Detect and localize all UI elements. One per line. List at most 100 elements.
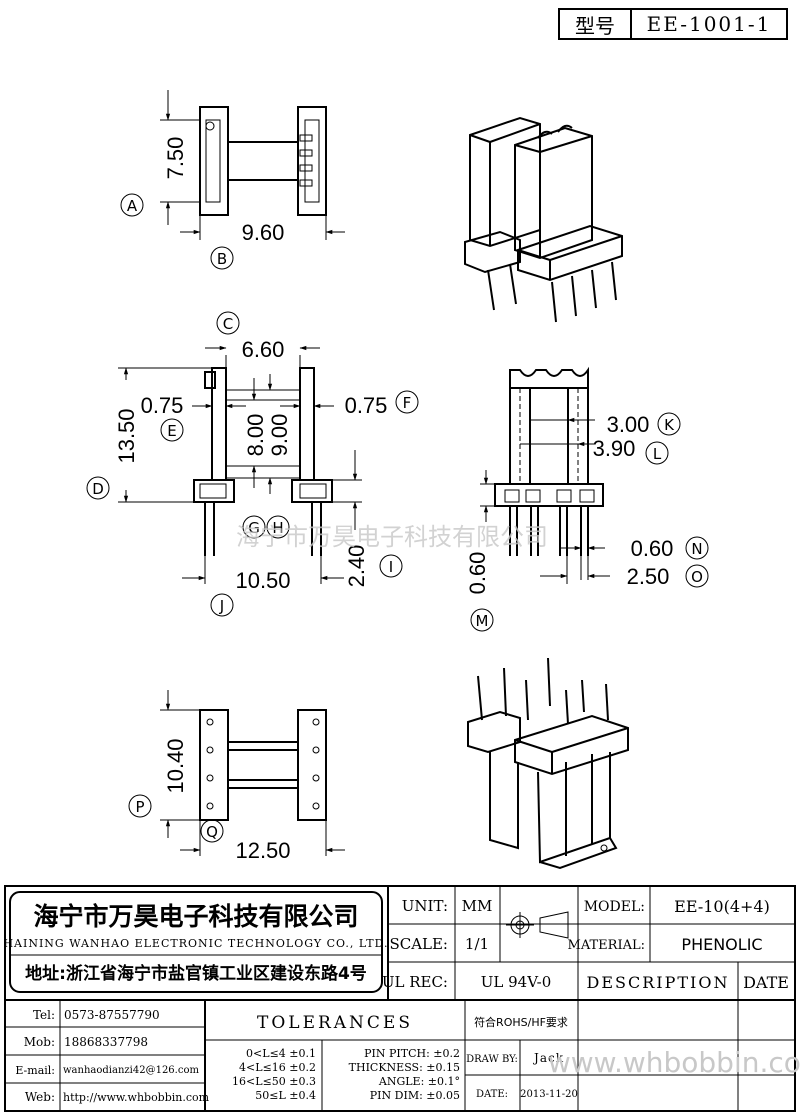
svg-text:M: M <box>476 612 489 630</box>
marker-b: B <box>210 246 234 270</box>
marker-n: N <box>685 536 709 560</box>
isometric-view-top <box>464 116 623 323</box>
marker-d: D <box>86 476 110 500</box>
tolerance-pin-pitch: PIN PITCH: ±0.2 <box>364 1047 460 1060</box>
tolerance-range-3: 16<L≤50 ±0.3 <box>232 1075 316 1088</box>
tolerance-angle: ANGLE: ±0.1° <box>378 1075 460 1088</box>
dim-2-50: 2.50 <box>627 564 670 589</box>
isometric-view-bottom <box>467 657 629 870</box>
tolerance-thickness: THICKNESS: ±0.15 <box>349 1061 460 1074</box>
marker-c: C <box>216 311 240 335</box>
date-header: DATE <box>743 973 789 992</box>
title-block-frame <box>4 885 796 1112</box>
tolerance-range-4: 50≤L ±0.4 <box>255 1089 316 1102</box>
dim-0-75-left: 0.75 <box>141 393 184 418</box>
dim-0-75-right: 0.75 <box>345 393 388 418</box>
svg-text:O: O <box>691 568 703 586</box>
marker-a: A <box>120 193 144 217</box>
web-value: http://www.whbobbin.com <box>63 1091 210 1104</box>
front-view <box>118 345 362 584</box>
side-view <box>480 366 610 584</box>
marker-p: P <box>128 794 152 818</box>
dim-0-60-vertical: 0.60 <box>465 552 490 595</box>
marker-q: Q <box>200 819 224 843</box>
dim-7-50: 7.50 <box>163 137 188 180</box>
dim-2-40: 2.40 <box>344 545 369 588</box>
dim-13-50: 13.50 <box>114 408 139 463</box>
svg-text:L: L <box>653 445 662 463</box>
email-label: E-mail: <box>15 1064 55 1077</box>
email-value: wanhaodianzi42@126.com <box>63 1065 199 1076</box>
svg-text:F: F <box>403 394 412 412</box>
svg-text:G: G <box>248 519 260 537</box>
ulrec-label: UL REC: <box>382 973 448 991</box>
tolerance-pin-dim: PIN DIM: ±0.05 <box>370 1089 460 1102</box>
date-label: DATE: <box>476 1089 508 1100</box>
date-value: 2013-11-20 <box>520 1089 578 1100</box>
svg-text:D: D <box>92 480 104 498</box>
mob-value: 18868337798 <box>64 1035 148 1049</box>
dim-12-50: 12.50 <box>235 838 290 863</box>
unit-value: MM <box>462 897 493 915</box>
model-header-value: EE-1001-1 <box>646 12 772 36</box>
model-header-label: 型号 <box>560 10 632 38</box>
dim-9-00: 9.00 <box>267 414 292 457</box>
mob-label: Mob: <box>24 1035 55 1049</box>
tolerances-title: TOLERANCES <box>257 1013 413 1033</box>
marker-m: M <box>470 608 494 632</box>
draw-by-value: Jack <box>532 1051 564 1065</box>
company-address: 地址:浙江省海宁市盐官镇工业区建设东路4号 <box>25 963 367 984</box>
marker-i: I <box>379 554 403 578</box>
svg-text:P: P <box>135 798 144 816</box>
marker-k: K <box>657 412 681 436</box>
marker-o: O <box>685 564 709 588</box>
description-header: DESCRIPTION <box>587 973 730 992</box>
marker-f: F <box>395 390 419 414</box>
dim-9-60: 9.60 <box>242 220 285 245</box>
draw-by-label: DRAW BY: <box>466 1054 518 1065</box>
svg-text:Q: Q <box>206 823 218 841</box>
svg-text:E: E <box>167 422 176 440</box>
svg-text:A: A <box>127 197 138 215</box>
svg-text:C: C <box>223 315 233 333</box>
dim-10-50: 10.50 <box>235 568 290 593</box>
company-name-en: HAINING WANHAO ELECTRONIC TECHNOLOGY CO.… <box>3 937 388 950</box>
dim-3-90: 3.90 <box>593 436 636 461</box>
marker-j: J <box>210 593 234 617</box>
marker-l: L <box>645 441 669 465</box>
svg-text:B: B <box>217 250 227 268</box>
dim-3-00: 3.00 <box>607 412 650 437</box>
ulrec-value: UL 94V-0 <box>481 973 552 991</box>
model-header-box: 型号 EE-1001-1 <box>558 8 788 40</box>
svg-text:N: N <box>691 540 702 558</box>
scale-label: SCALE: <box>389 935 448 953</box>
rohs-note: 符合ROHS/HF要求 <box>474 1015 568 1029</box>
model-value: EE-10(4+4) <box>674 897 770 916</box>
svg-text:K: K <box>664 416 675 434</box>
svg-text:J: J <box>219 597 224 615</box>
material-label: MATERIAL: <box>568 938 645 953</box>
tel-label: Tel: <box>33 1008 55 1022</box>
footer-watermark: www.whbobbin.com <box>548 1046 800 1079</box>
model-label: MODEL: <box>584 899 645 915</box>
tel-value: 0573-87557790 <box>64 1008 160 1022</box>
marker-g: G <box>242 515 266 539</box>
scale-value: 1/1 <box>465 935 489 953</box>
svg-text:I: I <box>389 558 393 576</box>
tolerance-range-2: 4<L≤16 ±0.2 <box>239 1061 316 1074</box>
unit-label: UNIT: <box>402 897 448 915</box>
marker-e: E <box>160 418 184 442</box>
dim-10-40: 10.40 <box>163 738 188 793</box>
dim-0-60-pin: 0.60 <box>631 536 674 561</box>
company-name-cn: 海宁市万昊电子科技有限公司 <box>33 902 358 931</box>
dim-8-00: 8.00 <box>243 414 268 457</box>
tolerance-range-1: 0<L≤4 ±0.1 <box>246 1047 316 1060</box>
dim-6-60: 6.60 <box>242 337 285 362</box>
top-view <box>160 90 345 240</box>
material-value: PHENOLIC <box>681 935 762 954</box>
company-box <box>9 891 383 993</box>
drawing-watermark: 海宁市万昊电子科技有限公司 <box>236 523 548 551</box>
svg-text:H: H <box>272 519 283 537</box>
